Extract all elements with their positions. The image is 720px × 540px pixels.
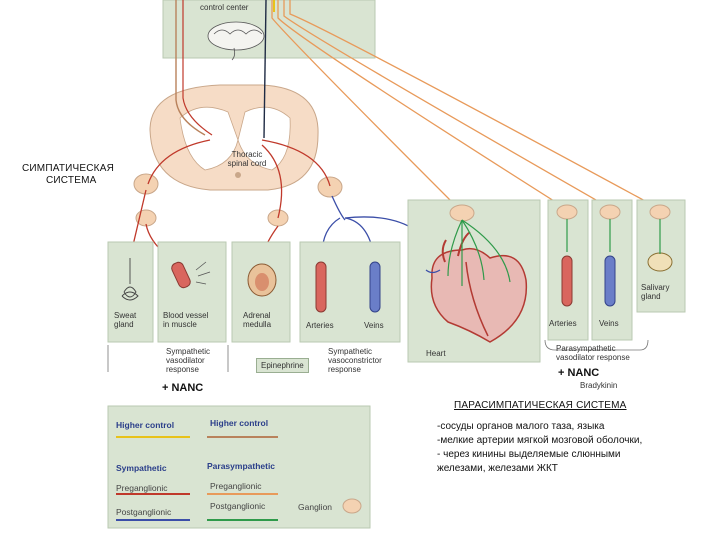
- heart-label: Heart: [426, 349, 446, 358]
- sympathetic-system-title: СИМПАТИЧЕСКАЯ СИСТЕМА: [22, 163, 114, 187]
- nanc-left: + NANC: [162, 382, 204, 394]
- legend-higher-control-1: Higher control: [116, 420, 175, 430]
- note-line: - через кинины выделяемые слюнными: [437, 449, 621, 460]
- ganglion: [599, 204, 621, 220]
- sweat-gland-label-line: gland: [114, 320, 134, 329]
- brain-icon: [207, 21, 265, 61]
- adrenal-label-line: medulla: [243, 320, 272, 329]
- para-vasodilator-label: Parasympathetic vasodilator response: [556, 344, 630, 362]
- sympathetic-preganglionic: [261, 144, 283, 219]
- symp-vasoconstrictor-line: Sympathetic: [328, 347, 373, 356]
- higher-control-fiber: [182, 0, 213, 136]
- arteries-left-label: Arteries: [306, 321, 334, 330]
- legend-postganglionic-1: Postganglionic: [116, 507, 172, 517]
- legend-preganglionic-1: Preganglionic: [116, 483, 168, 493]
- legend-sympathetic: Sympathetic: [116, 463, 167, 473]
- symp-vasodilator-line: response: [166, 365, 199, 374]
- sympathetic-title-line-1: СИМПАТИЧЕСКАЯ: [22, 163, 114, 174]
- bracket: [107, 345, 229, 372]
- note-line: -мелкие артерии мягкой мозговой оболочки…: [437, 435, 643, 446]
- thoracic-cord-label: Thoracic spinal cord: [227, 150, 267, 168]
- legend-postganglionic-2: Postganglionic: [210, 501, 266, 511]
- adrenal-label: Adrenal medulla: [243, 311, 271, 329]
- symp-vasodilator-line: vasodilator: [166, 356, 205, 365]
- ganglion: [317, 176, 343, 198]
- note-line: -сосуды органов малого таза, языка: [437, 421, 605, 432]
- blood-vessel-icon: [171, 261, 211, 289]
- control-center-panel: [162, 0, 376, 59]
- symp-vasodilator-line: Sympathetic: [166, 347, 211, 356]
- sweat-gland-label-line: Sweat: [114, 311, 137, 320]
- sympathetic-title-line-2: СИСТЕМА: [46, 175, 97, 186]
- sympathetic-postganglionic: [331, 195, 346, 221]
- salivary-label-line: Salivary: [641, 283, 670, 292]
- ganglion: [556, 204, 578, 220]
- legend-panel: [107, 405, 371, 529]
- legend-parasympathetic: Parasympathetic: [207, 461, 276, 471]
- parasympathetic-notes: -сосуды органов малого таза, языка -мелк…: [437, 420, 712, 476]
- salivary-gland-icon: [647, 252, 673, 272]
- ganglion: [133, 173, 159, 195]
- bradykinin-label: Bradykinin: [580, 381, 618, 390]
- sympathetic-preganglionic: [147, 139, 211, 185]
- ganglion: [649, 204, 671, 220]
- adrenal-label-line: Adrenal: [243, 311, 271, 320]
- vein-left-icon: [369, 261, 381, 313]
- bracket: [544, 339, 649, 351]
- artery-left-icon: [315, 261, 327, 313]
- ganglion: [449, 204, 475, 222]
- artery-right-icon: [561, 255, 573, 307]
- parasympathetic-system-title: ПАРАСИМПАТИЧЕСКАЯ СИСТЕМА: [454, 400, 627, 411]
- blood-vessel-panel: [157, 241, 227, 343]
- spinal-cord: [149, 84, 319, 191]
- legend-ganglion: Ganglion: [298, 502, 333, 512]
- legend-ganglion-icon: [342, 498, 362, 514]
- symp-vasoconstrictor-line: vasoconstrictor: [328, 356, 382, 365]
- legend-preganglionic-2: Preganglionic: [210, 481, 262, 491]
- para-vasodilator-line: Parasympathetic: [556, 344, 616, 353]
- sweat-gland-label: Sweat gland: [114, 311, 136, 329]
- blood-vessel-label-line: Blood vessel: [163, 311, 209, 320]
- sympathetic-preganglionic: [261, 139, 331, 187]
- blood-vessel-label-line: in muscle: [163, 320, 197, 329]
- blood-vessel-label: Blood vessel in muscle: [163, 311, 208, 329]
- adrenal-icon: [247, 263, 277, 297]
- symp-vasodilator-label: Sympathetic vasodilator response: [166, 347, 210, 374]
- salivary-label-line: gland: [641, 292, 661, 301]
- legend-higher-control-2: Higher control: [210, 418, 269, 428]
- symp-vasoconstrictor-line: response: [328, 365, 361, 374]
- higher-control-fiber: [283, 0, 611, 209]
- epinephrine-box: Epinephrine: [256, 358, 309, 373]
- para-vasodilator-line: vasodilator response: [556, 353, 630, 362]
- control-center-label: control center: [200, 3, 249, 12]
- higher-control-fiber: [277, 0, 566, 209]
- veins-right-label: Veins: [599, 319, 619, 328]
- symp-vasoconstrictor-label: Sympathetic vasoconstrictor response: [328, 347, 382, 374]
- higher-control-fiber: [263, 0, 267, 139]
- higher-control-fiber: [175, 0, 206, 136]
- vein-right-icon: [604, 255, 616, 307]
- salivary-label: Salivary gland: [641, 283, 669, 301]
- sweat-gland-icon: [121, 258, 139, 301]
- note-line: железами, железами ЖКТ: [437, 463, 558, 474]
- nanc-right: + NANC: [558, 367, 600, 379]
- higher-control-fiber: [289, 0, 659, 209]
- higher-control-fiber: [271, 0, 463, 213]
- veins-left-label: Veins: [364, 321, 384, 330]
- arteries-right-label: Arteries: [549, 319, 577, 328]
- parasympathetic-postganglionic: [447, 219, 661, 286]
